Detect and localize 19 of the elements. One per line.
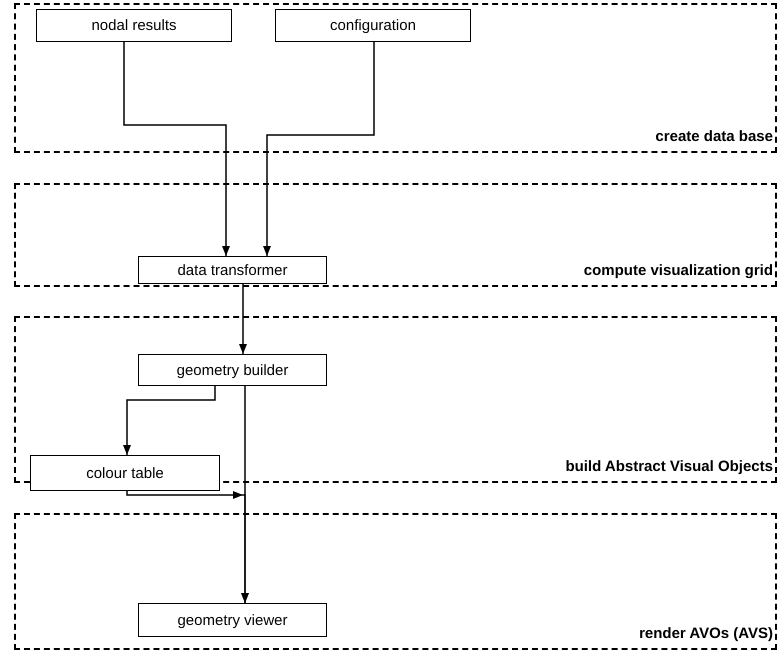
process-box <box>275 9 471 42</box>
stage-label: build Abstract Visual Objects <box>565 458 773 475</box>
box-label: geometry viewer <box>177 612 288 628</box>
stage-label: render AVOs (AVS) <box>639 625 773 642</box>
box-label: data transformer <box>177 262 288 278</box>
box-label: nodal results <box>91 17 177 34</box>
stage-band <box>14 513 777 650</box>
stage-band <box>14 183 777 287</box>
box-label: configuration <box>330 17 416 34</box>
stage-band <box>14 3 777 153</box>
process-box <box>138 256 327 284</box>
stage-label: compute visualization grid <box>584 262 773 279</box>
box-label: colour table <box>86 464 164 482</box>
process-box <box>36 9 232 42</box>
process-box <box>138 603 327 637</box>
box-label: geometry builder <box>176 362 288 378</box>
process-box <box>30 455 220 491</box>
stage-label: create data base <box>655 128 773 145</box>
process-box <box>138 354 327 386</box>
